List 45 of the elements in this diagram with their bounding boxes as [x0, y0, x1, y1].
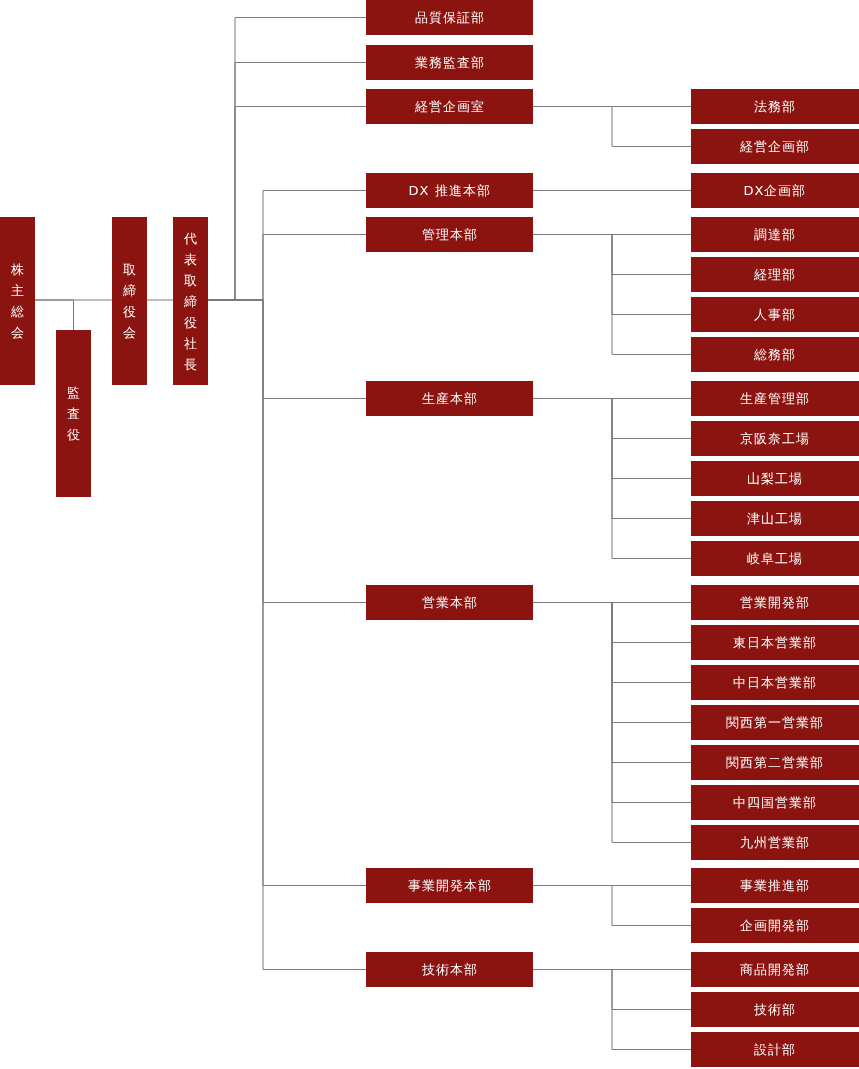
department-box: 設計部 — [691, 1032, 859, 1067]
department-box: 山梨工場 — [691, 461, 859, 496]
department-box: 岐阜工場 — [691, 541, 859, 576]
department-box: 技術部 — [691, 992, 859, 1027]
department-box: 九州営業部 — [691, 825, 859, 860]
department-box: 商品開発部 — [691, 952, 859, 987]
department-box: 関西第二営業部 — [691, 745, 859, 780]
department-box: 生産本部 — [366, 381, 533, 416]
department-box: 代表取締役社長 — [173, 217, 208, 385]
department-box: 東日本営業部 — [691, 625, 859, 660]
department-box: 経営企画部 — [691, 129, 859, 164]
connector-line — [532, 885, 692, 926]
department-box: DX企画部 — [691, 173, 859, 208]
department-box: 総務部 — [691, 337, 859, 372]
department-box: 京阪奈工場 — [691, 421, 859, 456]
department-box: 法務部 — [691, 89, 859, 124]
department-box: 企画開発部 — [691, 908, 859, 943]
department-box: 業務監査部 — [366, 45, 533, 80]
department-box: 中日本営業部 — [691, 665, 859, 700]
department-box: 技術本部 — [366, 952, 533, 987]
department-box: 経理部 — [691, 257, 859, 292]
department-box: 経営企画室 — [366, 89, 533, 124]
department-box: DX 推進本部 — [366, 173, 533, 208]
connector-line — [532, 106, 692, 147]
department-box: 営業本部 — [366, 585, 533, 620]
department-box: 人事部 — [691, 297, 859, 332]
connector-line — [532, 190, 692, 191]
connector-line — [532, 398, 692, 559]
connector-line — [532, 234, 692, 355]
department-box: 営業開発部 — [691, 585, 859, 620]
department-box: 生産管理部 — [691, 381, 859, 416]
department-box: 関西第一営業部 — [691, 705, 859, 740]
department-box: 品質保証部 — [366, 0, 533, 35]
connector-line — [146, 299, 174, 301]
department-box: 株主総会 — [0, 217, 35, 385]
department-box: 事業推進部 — [691, 868, 859, 903]
connector-line — [532, 969, 692, 1050]
department-box: 事業開発本部 — [366, 868, 533, 903]
department-box: 中四国営業部 — [691, 785, 859, 820]
department-box: 取締役会 — [112, 217, 147, 385]
department-box: 津山工場 — [691, 501, 859, 536]
department-box: 管理本部 — [366, 217, 533, 252]
department-box: 調達部 — [691, 217, 859, 252]
connector-line — [34, 299, 113, 301]
department-box: 監査役 — [56, 330, 91, 497]
